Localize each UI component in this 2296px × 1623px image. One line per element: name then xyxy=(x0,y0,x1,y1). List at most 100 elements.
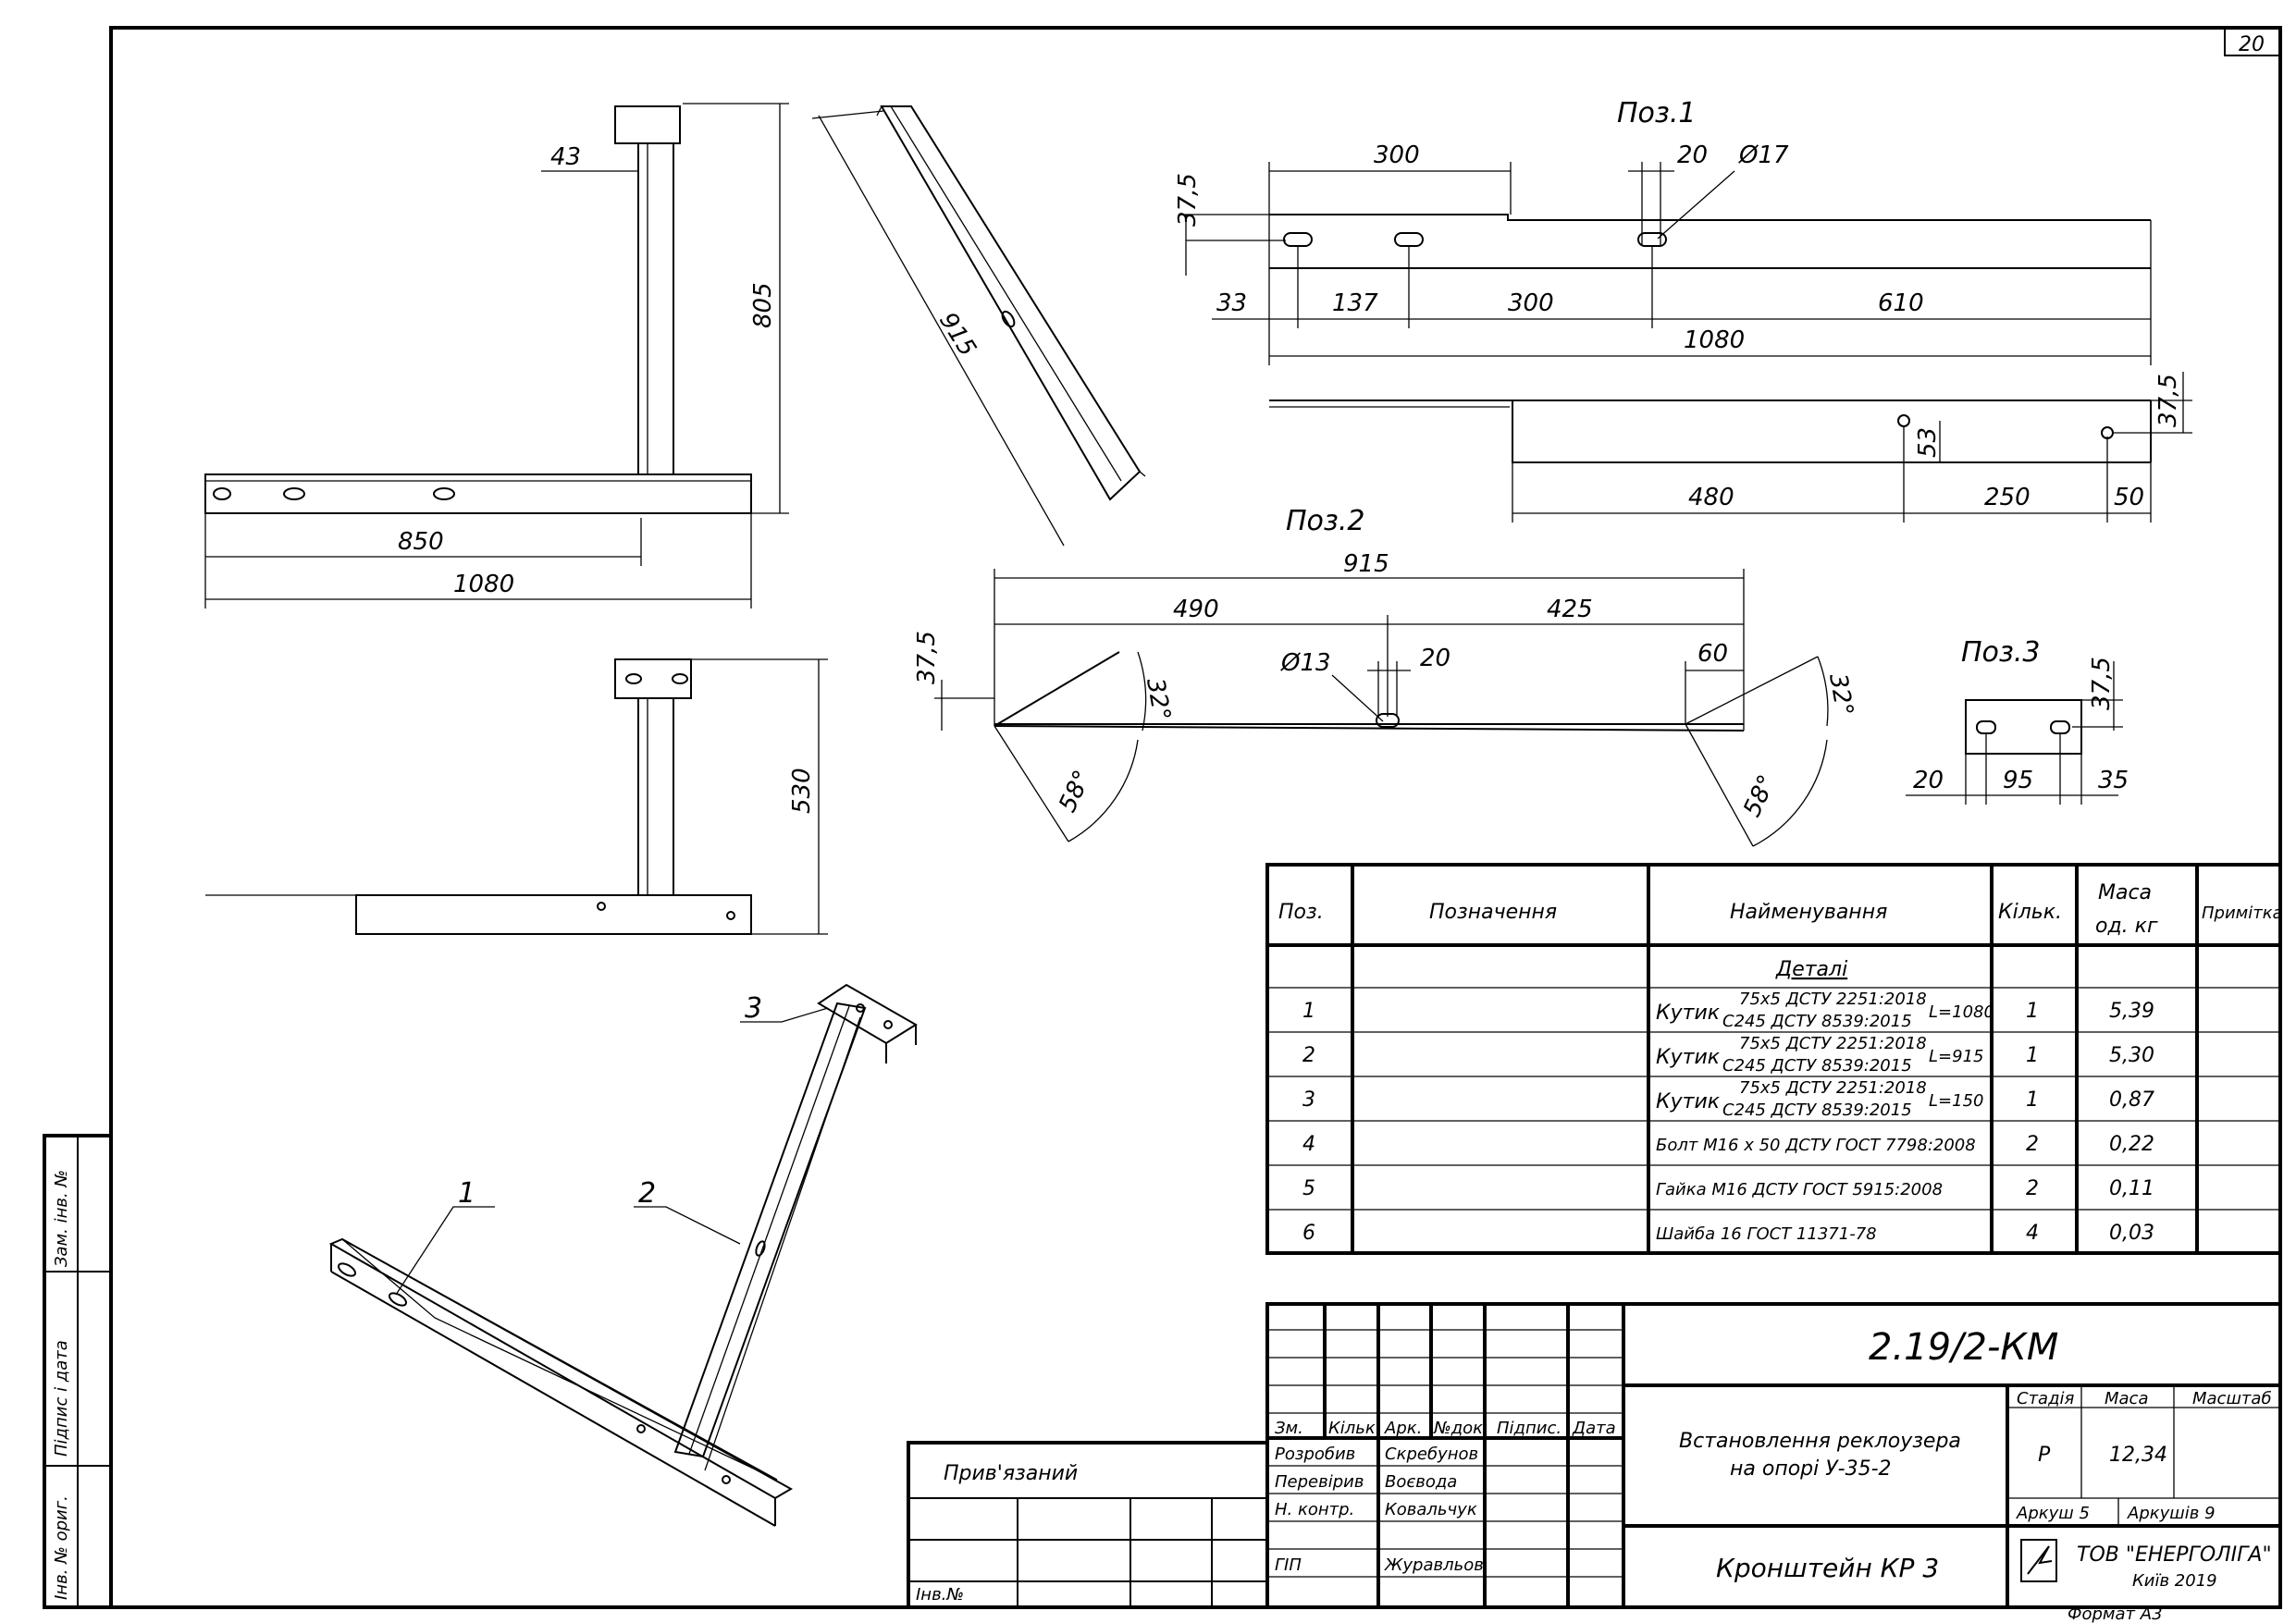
tb-col-header: Арк. xyxy=(1384,1419,1422,1438)
pos1-dim-20: 20 xyxy=(1677,141,1708,169)
iso-pos-1: 1 xyxy=(458,1177,475,1210)
spec-row-std-bottom: С245 ДСТУ 8539:2015 xyxy=(1722,1056,1912,1076)
spec-section: Деталі xyxy=(1775,958,1847,981)
dim-805: 805 xyxy=(749,282,777,328)
tb-col-header: №док. xyxy=(1433,1419,1488,1438)
pos1-dim-610: 610 xyxy=(1878,289,1924,317)
pos1-dim-137: 137 xyxy=(1332,289,1378,317)
spec-row-std-bottom: С245 ДСТУ 8539:2015 xyxy=(1722,1012,1912,1031)
spec-h-pos: Поз. xyxy=(1278,901,1324,924)
tb-code: 2.19/2-КМ xyxy=(1869,1326,2058,1369)
tb-person: Воєвода xyxy=(1385,1472,1457,1492)
spec-row-qty: 1 xyxy=(2026,1044,2039,1067)
dim-1080: 1080 xyxy=(453,571,514,598)
spec-h-name: Найменування xyxy=(1730,901,1887,924)
dim-915-diag: 915 xyxy=(933,308,981,362)
tb-org: ТОВ "ЕНЕРГОЛІГА" xyxy=(2077,1543,2272,1567)
tb-person: Ковальчук xyxy=(1385,1500,1477,1519)
pos1-dim-250: 250 xyxy=(1984,484,2031,511)
spec-table: Поз. Позначення Найменування Кільк. Маса… xyxy=(1265,863,2283,1255)
pos2-angle-32-right: 32° xyxy=(1823,671,1858,719)
margin-signature-date: Підпис і дата xyxy=(52,1340,71,1457)
tb-stage-h: Стадія xyxy=(2017,1389,2075,1408)
pos2-angle-58-right: 58° xyxy=(1738,771,1782,821)
spec-h-designation: Позначення xyxy=(1429,901,1557,924)
pos1-dim-53: 53 xyxy=(1914,427,1942,458)
spec-row-name: Гайка М16 ДСТУ ГОСТ 5915:2008 xyxy=(1656,1180,1943,1199)
tb-role: Н. контр. xyxy=(1275,1500,1354,1519)
iso-pos-2: 2 xyxy=(638,1177,656,1210)
spec-h-note: Примітка xyxy=(2202,904,2283,923)
pos3-title: Поз.3 xyxy=(1961,636,2041,669)
tb-stage: Р xyxy=(2038,1444,2051,1467)
spec-row-length: L=1080 xyxy=(1929,1002,1994,1022)
tb-project-1: Встановлення реклоузера xyxy=(1679,1430,1961,1453)
pos3-dim-95: 95 xyxy=(2003,767,2033,794)
tb-role: Розробив xyxy=(1275,1445,1355,1464)
tb-city: Київ 2019 xyxy=(2132,1571,2217,1591)
tb-col-header: Зм. xyxy=(1275,1419,1303,1438)
pos2-dim-37_5: 37,5 xyxy=(913,631,941,684)
iso-pos-3: 3 xyxy=(745,992,762,1025)
binding-inv: Інв.№ xyxy=(916,1585,964,1605)
tb-mass-h: Маса xyxy=(2105,1389,2149,1408)
spec-row-std-top: 75x5 ДСТУ 2251:2018 xyxy=(1739,990,1927,1009)
pos3-dim-35: 35 xyxy=(2098,767,2129,794)
pos1-dim-480: 480 xyxy=(1688,484,1734,511)
org-logo-icon xyxy=(2020,1539,2057,1582)
tb-project-2: на опорі У-35-2 xyxy=(1730,1457,1892,1481)
spec-row-pos: 4 xyxy=(1302,1133,1315,1156)
spec-row-std-top: 75x5 ДСТУ 2251:2018 xyxy=(1739,1034,1927,1053)
pos2-dim-915: 915 xyxy=(1343,550,1389,578)
tb-sheets: Аркушів 9 xyxy=(2127,1504,2216,1523)
spec-row-mass: 0,11 xyxy=(2109,1177,2154,1200)
spec-row-pos: 6 xyxy=(1302,1222,1315,1245)
pos3-view: Поз.3 37,5 20 95 35 xyxy=(1906,636,2129,805)
pos2-dim-490: 490 xyxy=(1173,596,1219,623)
spec-row-qty: 4 xyxy=(2026,1222,2039,1245)
pos1-dim-300: 300 xyxy=(1508,289,1554,317)
tb-scale-h: Масштаб xyxy=(2192,1389,2272,1408)
tb-col-header: Підпис. xyxy=(1497,1419,1562,1438)
margin-orig-inv: Інв. № ориг. xyxy=(52,1495,71,1600)
tb-drawing-name: Кронштейн КР 3 xyxy=(1716,1553,1939,1583)
dim-530: 530 xyxy=(788,768,816,814)
title-block: 2.19/2-КМ Встановлення реклоузера на опо… xyxy=(1265,1302,2282,1609)
tb-col-header: Дата xyxy=(1572,1419,1616,1438)
tb-mass: 12,34 xyxy=(2109,1444,2167,1467)
spec-row-qty: 1 xyxy=(2026,1000,2039,1023)
isometric-view: 1 2 3 xyxy=(328,983,918,1527)
pos1-view: Поз.1 300 20 Ø17 37,5 33 137 300 610 10 xyxy=(1174,97,2192,523)
pos2-angle-58-left: 58° xyxy=(1054,767,1097,817)
pos1-title: Поз.1 xyxy=(1617,97,1697,129)
pos1-dim-300-top: 300 xyxy=(1374,141,1420,169)
spec-row-mass: 5,30 xyxy=(2109,1044,2154,1067)
spec-row-mass: 0,22 xyxy=(2109,1133,2154,1156)
tb-role: ГІП xyxy=(1275,1555,1302,1575)
spec-h-qty: Кільк. xyxy=(1998,901,2062,924)
spec-row-name: Кутик xyxy=(1656,1002,1721,1025)
pos1-dim-37_5-b: 37,5 xyxy=(2154,374,2182,427)
pos1-dim-33: 33 xyxy=(1216,289,1247,317)
pos2-angle-32-left: 32° xyxy=(1141,676,1176,723)
spec-row-length: L=915 xyxy=(1929,1047,1983,1066)
pos2-dim-phi13: Ø13 xyxy=(1280,649,1331,677)
pos2-view: Поз.2 915 490 425 37,5 Ø13 20 60 xyxy=(913,505,1858,847)
spec-row-mass: 0,87 xyxy=(2109,1088,2154,1112)
margin-replace-inv: Зам. інв. № xyxy=(52,1170,71,1267)
tb-sheet: Аркуш 5 xyxy=(2016,1504,2090,1523)
spec-row-qty: 2 xyxy=(2026,1177,2039,1200)
pos3-dim-37_5: 37,5 xyxy=(2088,657,2116,710)
pos2-dim-20: 20 xyxy=(1420,645,1450,672)
spec-row-length: L=150 xyxy=(1929,1091,1983,1111)
pos2-dim-425: 425 xyxy=(1547,596,1593,623)
spec-row-std-bottom: С245 ДСТУ 8539:2015 xyxy=(1722,1100,1912,1120)
pos1-dim-phi17: Ø17 xyxy=(1738,141,1789,169)
spec-row-name: Кутик xyxy=(1656,1046,1721,1069)
tb-person: Журавльов xyxy=(1384,1555,1484,1575)
pos1-dim-1080: 1080 xyxy=(1684,326,1745,354)
spec-row-name: Болт М16 x 50 ДСТУ ГОСТ 7798:2008 xyxy=(1656,1136,1976,1155)
tb-col-header: Кільк. xyxy=(1328,1419,1381,1438)
tb-role: Перевірив xyxy=(1275,1472,1364,1492)
